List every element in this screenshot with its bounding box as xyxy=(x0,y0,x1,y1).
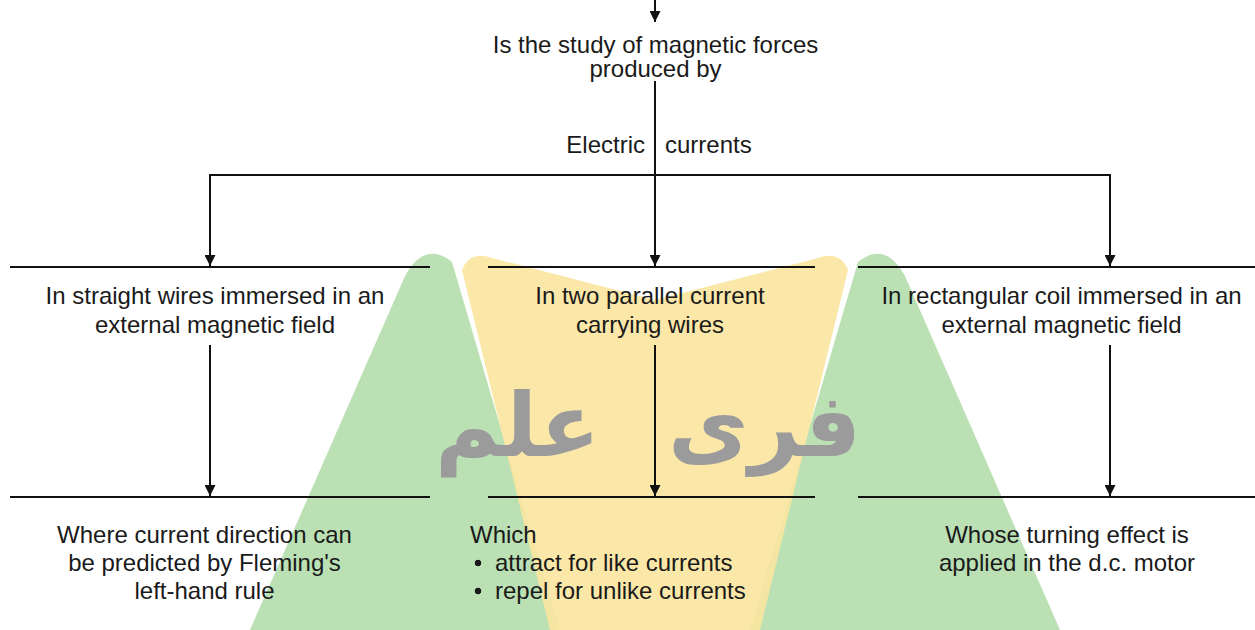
concept-text: Is the study of magnetic forces produced… xyxy=(483,33,828,81)
text-wrap: Is the study of magnetic forces produced… xyxy=(483,33,828,81)
concept-text: Whose turning effect is applied in the d… xyxy=(922,521,1212,577)
concept-box: Is the study of magnetic forces produced… xyxy=(455,33,855,81)
concept-band: Whose turning effect is applied in the d… xyxy=(858,496,1255,583)
concept-text: In two parallel current carrying wires xyxy=(515,281,785,339)
concept-text: In rectangular coil immersed in an exter… xyxy=(874,281,1249,339)
text-wrap: Where current direction can be predicted… xyxy=(47,521,362,605)
text-wrap: Whichattract for like currentsrepel for … xyxy=(470,521,810,605)
connector-arrow xyxy=(210,159,655,266)
connector-arrow xyxy=(654,345,656,496)
text-wrap: Electriccurrents xyxy=(455,131,855,159)
concept-text: Where current direction can be predicted… xyxy=(47,521,362,605)
connector-arrow xyxy=(1109,345,1111,496)
concept-box: Electriccurrents xyxy=(455,131,855,159)
watermark-text: علم xyxy=(435,382,600,470)
concept-text: In straight wires immersed in an externa… xyxy=(30,281,400,339)
text-wrap: Whose turning effect is applied in the d… xyxy=(922,521,1212,577)
connector-arrow xyxy=(655,159,1110,266)
concept-text: Which xyxy=(470,521,810,549)
text-wrap: In rectangular coil immersed in an exter… xyxy=(874,281,1249,339)
concept-text: currents xyxy=(655,131,855,159)
connector-arrow xyxy=(654,81,656,159)
text-wrap: In straight wires immersed in an externa… xyxy=(30,281,400,339)
concept-band: In straight wires immersed in an externa… xyxy=(10,266,430,345)
concept-band: Where current direction can be predicted… xyxy=(10,496,430,611)
concept-band: In two parallel current carrying wires xyxy=(488,266,815,345)
concept-text: Electric xyxy=(455,131,655,159)
bullet-item: repel for unlike currents xyxy=(470,577,810,605)
concept-band: Whichattract for like currentsrepel for … xyxy=(488,496,815,611)
concept-band: In rectangular coil immersed in an exter… xyxy=(858,266,1255,345)
bullet-item: attract for like currents xyxy=(470,549,810,577)
watermark-text: فری xyxy=(668,382,861,470)
incoming-arrow xyxy=(654,0,656,22)
connector-arrow xyxy=(209,345,211,496)
text-wrap: In two parallel current carrying wires xyxy=(515,281,785,339)
